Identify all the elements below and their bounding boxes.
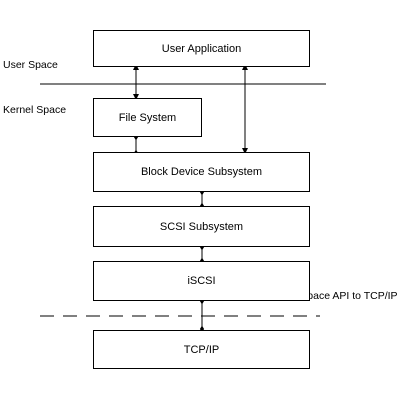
- label-user-space: User Space: [3, 59, 58, 71]
- box-block-device-subsystem: Block Device Subsystem: [93, 152, 310, 192]
- label-kernel-space: Kernel Space: [3, 104, 67, 116]
- box-scsi-subsystem: SCSI Subsystem: [93, 206, 310, 247]
- box-iscsi: iSCSI: [93, 261, 310, 301]
- box-tcpip: TCP/IP: [93, 330, 310, 369]
- box-file-system: File System: [93, 98, 202, 137]
- box-user-application: User Application: [93, 30, 310, 67]
